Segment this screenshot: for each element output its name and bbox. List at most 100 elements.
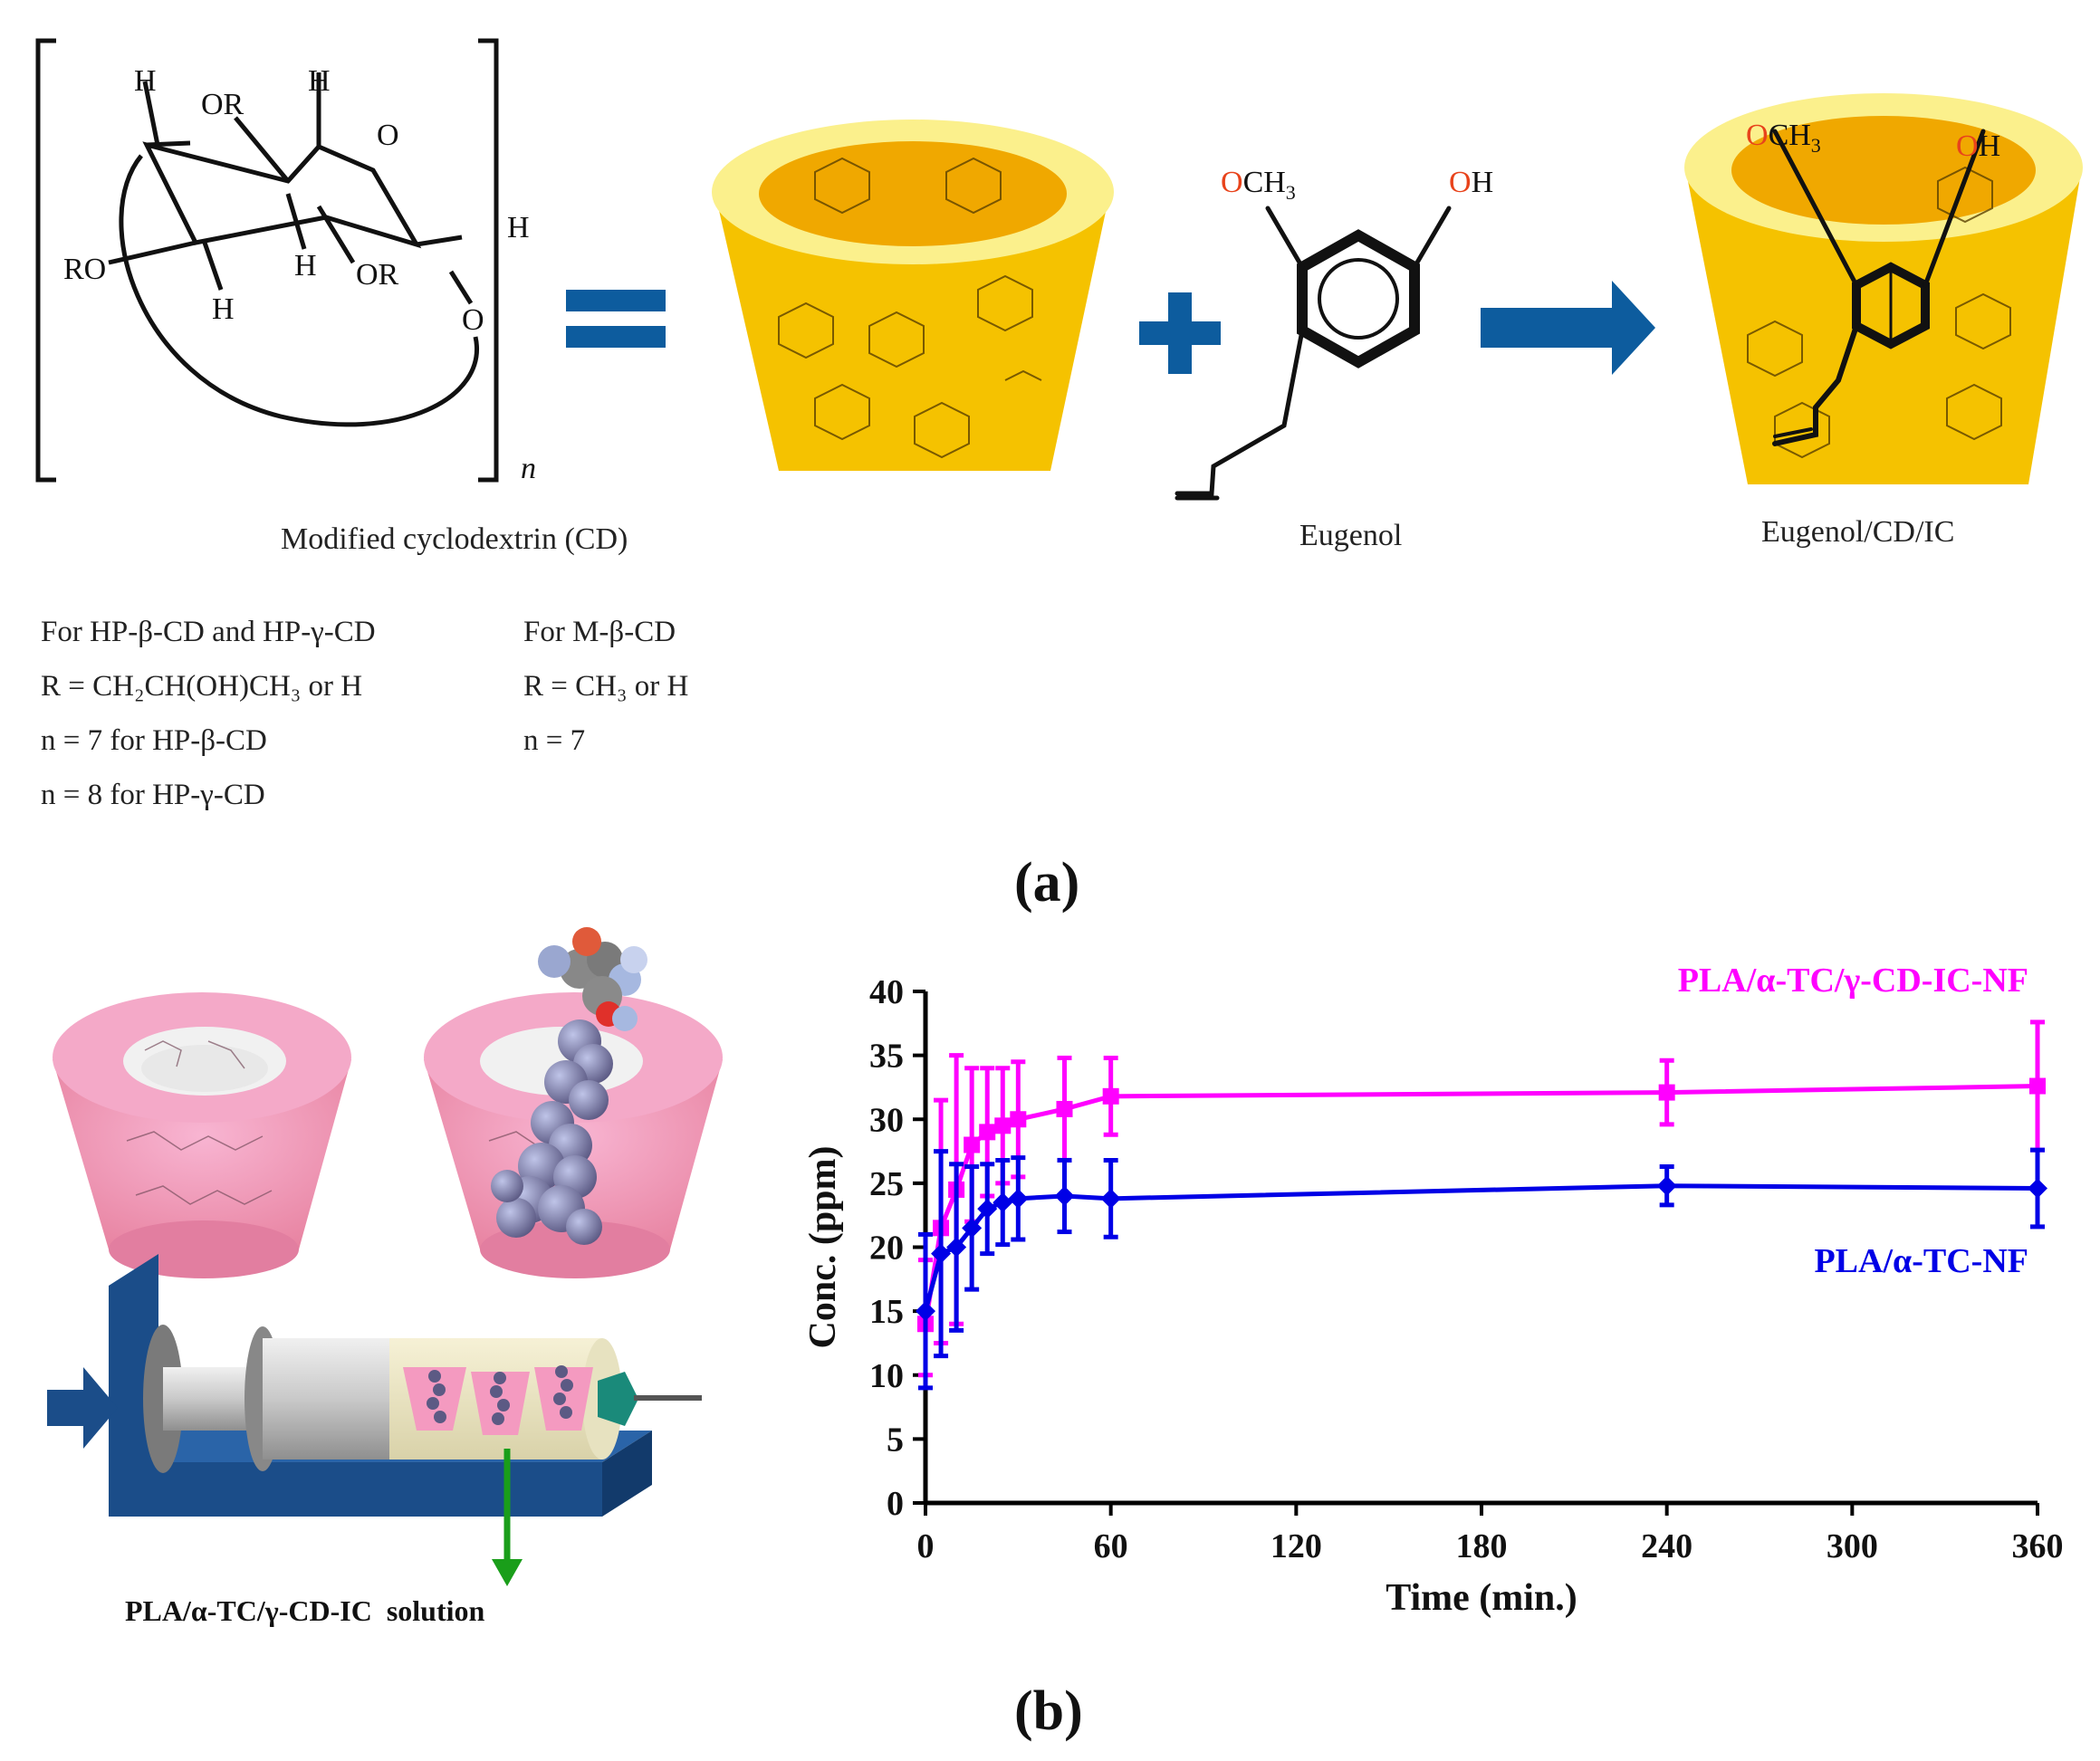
x-tick-label: 360 [2012,1527,2064,1565]
y-tick-label: 15 [869,1293,904,1331]
y-tick-label: 35 [869,1038,904,1076]
pink-cone-empty [53,992,351,1278]
y-axis-label: Conc. (ppm) [802,1145,844,1348]
ring-bond-3 [142,81,160,146]
ring-bond-4 [234,116,290,183]
atom-h3: H [507,211,530,244]
alpha-tc-molecule [491,927,647,1245]
note-left-4: n = 8 for HP-γ-CD [41,779,265,811]
eugenol-labels: OCH3 OH Eugenol [1221,166,1493,552]
data-point [946,1237,967,1258]
data-point [1656,1175,1677,1196]
series-label: PLA/α-TC-NF [1814,1242,2028,1280]
glycosidic-bond [448,270,474,305]
series-label: PLA/α-TC/γ-CD-IC-NF [1678,962,2028,1000]
eugenol-molecule [1175,206,1452,501]
eugenol-oh: OH [1449,166,1493,199]
atom-or2: OR [356,258,399,292]
note-left-3: n = 7 for HP-β-CD [41,724,267,757]
complex-caption: Eugenol/CD/IC [1761,515,1954,549]
notes-left: For HP-β-CD and HP-γ-CD R = CH₂CH(OH)CH₃… [41,616,376,811]
x-tick-label: 240 [1641,1527,1692,1565]
atom-or1: OR [201,88,245,121]
x-tick-label: 0 [917,1527,935,1565]
cd-atom-labels: H OR H O H RO H OR O H n [63,64,536,485]
eugenol-caption: Eugenol [1299,519,1402,552]
atom-o1: O [377,119,399,152]
y-tick-label: 0 [887,1485,904,1523]
data-point [964,1136,981,1153]
syringe-pump [47,1254,702,1586]
data-point [916,1301,935,1322]
x-tick-label: 120 [1271,1527,1322,1565]
x-tick-label: 60 [1094,1527,1128,1565]
eugenol-och3: OCH3 [1221,166,1296,204]
atom-h2: H [308,64,331,98]
series-2: PLA/α-TC-NF [916,1147,2047,1391]
ring-bond-2 [146,140,191,148]
n-subscript: n [521,452,536,485]
complex-oh: OH [1956,129,2000,163]
data-point [1658,1084,1675,1101]
note-right-2: R = CH₃ or H [523,670,688,703]
data-point [977,1199,998,1220]
data-point [1100,1188,1121,1209]
data-point [979,1124,996,1141]
atom-h5: H [212,292,235,326]
note-right-3: n = 7 [523,724,585,757]
atom-h4: H [294,249,317,282]
data-point [1054,1186,1075,1206]
left-bracket [35,38,56,483]
ring-bond-10 [108,240,197,265]
data-point [1102,1087,1119,1105]
cd-caption: Modified cyclodextrin (CD) [281,522,628,556]
notes-right: For M-β-CD R = CH₃ or H n = 7 [523,616,688,757]
atom-ro: RO [63,253,106,286]
data-point [1056,1100,1073,1117]
sugar-ring [142,141,422,249]
cd-cone [712,120,1114,471]
ring-bond-6 [316,205,356,264]
ring-bond-9 [285,193,307,250]
y-tick-label: 30 [869,1101,904,1139]
note-left-1: For HP-β-CD and HP-γ-CD [41,616,376,648]
data-point [2029,1077,2046,1095]
right-bracket [478,38,499,483]
panel-a-label: (a) [1014,852,1079,914]
x-tick-label: 180 [1456,1527,1508,1565]
y-tick-label: 25 [869,1165,904,1203]
solution-label: PLA/α-TC/γ-CD-IC solution [125,1594,485,1627]
series-1: PLA/α-TC/γ-CD-IC-NF [917,962,2046,1378]
panel-a: H OR H O H RO H OR O H n Modified cyclod… [35,38,2083,914]
data-point [2028,1178,2047,1199]
x-tick-label: 300 [1827,1527,1878,1565]
note-left-2: R = CH₂CH(OH)CH₃ or H [41,670,362,703]
x-axis-label: Time (min.) [1386,1577,1577,1619]
ring-bond-8 [202,242,224,291]
data-point [994,1117,1012,1134]
push-arrow [47,1367,118,1449]
complex-labels: OCH3 OH Eugenol/CD/IC [1746,119,2000,549]
y-tick-label: 5 [887,1421,904,1459]
reaction-arrow [1481,281,1655,375]
plus-sign [1139,292,1221,374]
series-line [923,1084,2038,1325]
atom-o2: O [462,303,484,337]
y-tick-label: 20 [869,1230,904,1268]
ring-bond-7 [416,234,463,247]
data-point [992,1192,1013,1213]
data-point [931,1243,952,1264]
data-point [1010,1111,1027,1128]
note-right-1: For M-β-CD [523,616,676,648]
data-point [962,1218,983,1239]
complex-och3: OCH3 [1746,119,1821,157]
complex-cone [1684,93,2083,484]
equals-sign [566,290,666,348]
panel-b-label: (b) [1014,1680,1083,1742]
data-point [1008,1188,1029,1209]
chain-arc [119,154,479,427]
panel-b-illustration: PLA/α-TC/γ-CD-IC solution [47,927,723,1627]
ring-bond-1 [286,145,321,183]
